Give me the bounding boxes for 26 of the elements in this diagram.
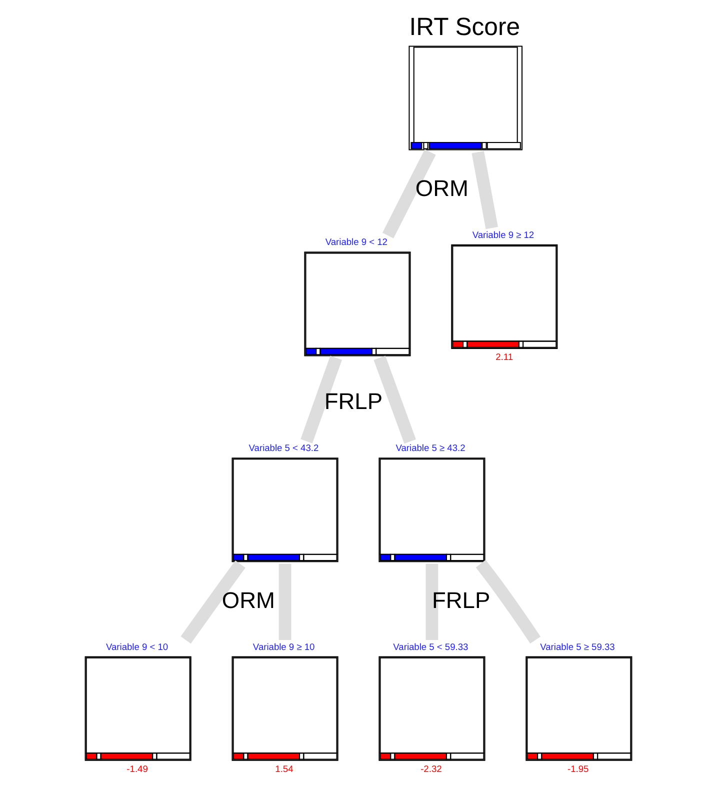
node-label: Variable 9 ≥ 10 xyxy=(252,641,315,652)
connector xyxy=(278,563,292,640)
node-label: Variable 5 ≥ 43.2 xyxy=(396,442,466,453)
node-label: Variable 9 < 10 xyxy=(106,641,168,652)
connector xyxy=(426,563,438,640)
node-label: -2.32 xyxy=(420,763,442,774)
node-label: Variable 5 < 59.33 xyxy=(393,641,468,652)
node-label: Variable 5 ≥ 59.33 xyxy=(540,641,615,652)
connector xyxy=(476,559,541,644)
edge-label: FRLP xyxy=(432,586,490,612)
node-label: Variable 9 ≥ 12 xyxy=(472,229,534,240)
node-label: Variable 5 < 43.2 xyxy=(248,442,319,453)
connector xyxy=(382,148,436,238)
connector xyxy=(180,560,246,644)
connector xyxy=(374,355,416,444)
edge-label: ORM xyxy=(222,586,275,612)
node-label: 2.11 xyxy=(496,352,514,362)
node-label: Variable 9 < 12 xyxy=(325,236,388,247)
node-label: 1.54 xyxy=(275,763,294,774)
connector xyxy=(300,355,342,443)
connector xyxy=(472,150,498,229)
node-label: IRT Score xyxy=(409,14,520,41)
edge-label: ORM xyxy=(415,174,468,200)
edge-label: FRLP xyxy=(324,388,383,414)
node-label: -1.49 xyxy=(126,763,148,774)
node-label: -1.95 xyxy=(568,763,589,774)
